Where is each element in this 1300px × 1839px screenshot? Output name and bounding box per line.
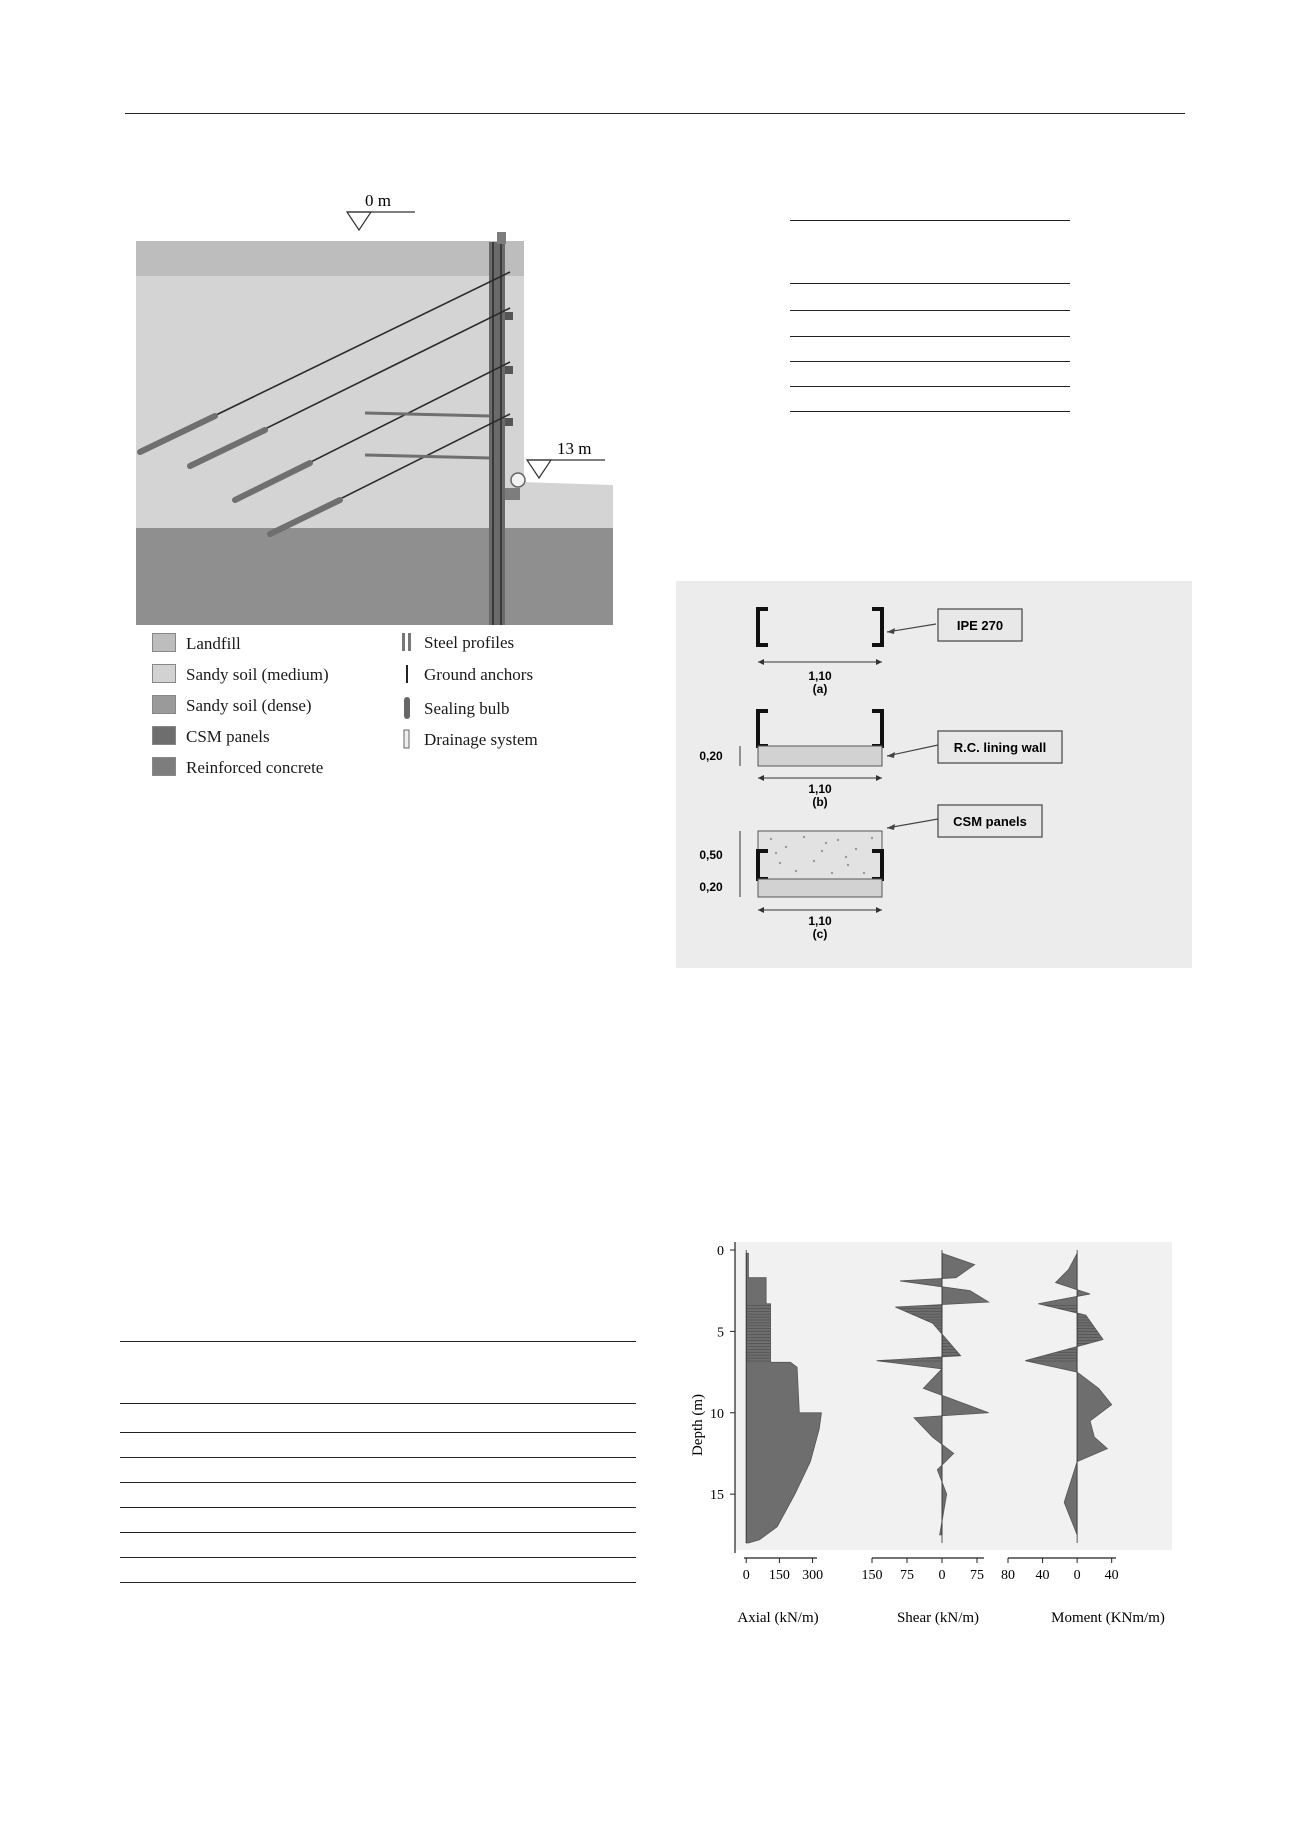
level-label-top: 0 m	[365, 191, 391, 210]
x-tick-label: 150	[862, 1568, 883, 1583]
struts	[364, 411, 491, 460]
rc-lining-top	[497, 232, 506, 244]
sandy-soil-medium-layer	[136, 276, 524, 528]
figure1-cross-section: 0 m 13 m	[136, 191, 613, 625]
sealing-bulb-icon	[404, 697, 410, 719]
table2-bottom-rule	[120, 1582, 636, 1583]
callout-csm-panels: CSM panels	[953, 814, 1027, 829]
x-tick-label: 150	[769, 1568, 790, 1583]
dim-020-b: 0,20	[699, 749, 723, 763]
csm-wall	[489, 242, 505, 625]
x-tick-label: 0	[939, 1568, 946, 1583]
table1-rule	[790, 386, 1070, 387]
width-label-b: 1,10	[808, 782, 832, 796]
reinforced-concrete-footing	[505, 488, 520, 500]
panel-moment: 80 40 0 40	[1001, 1250, 1119, 1583]
table2-rule	[120, 1457, 636, 1458]
table1-rule	[790, 310, 1070, 311]
callout-ipe-270: IPE 270	[957, 618, 1003, 633]
steel-profiles-icon	[402, 633, 411, 651]
panel-shear: 150 75 0 75	[862, 1250, 990, 1583]
sub-label-b: (b)	[812, 795, 827, 809]
table1-rule	[790, 361, 1070, 362]
table2-rule	[120, 1482, 636, 1483]
landfill-swatch-icon	[152, 633, 176, 652]
width-label-c: 1,10	[808, 914, 832, 928]
y-tick-label: 5	[717, 1325, 724, 1340]
sandy-medium-swatch-icon	[152, 664, 176, 683]
legend-sandy-dense: Sandy soil (dense)	[152, 695, 312, 716]
sealing-bulbs	[137, 413, 343, 537]
callout-rc-lining-wall: R.C. lining wall	[954, 740, 1046, 755]
callout-box-ipe	[937, 608, 1023, 642]
y-tick-label: 15	[710, 1488, 724, 1503]
csm-swatch-icon	[152, 726, 176, 745]
landfill-layer	[136, 241, 524, 276]
x-tick-label: 75	[970, 1568, 984, 1583]
dim-050-c: 0,50	[699, 848, 723, 862]
table1-rule	[790, 336, 1070, 337]
x-label-moment: Moment (KNm/m)	[1051, 1610, 1165, 1626]
table2-rule	[120, 1507, 636, 1508]
table2-top-rule	[120, 1341, 636, 1342]
legend-drainage-system: Drainage system	[400, 729, 538, 750]
sub-label-c: (c)	[813, 927, 828, 941]
x-tick-label: 300	[802, 1568, 823, 1583]
x-tick-label: 0	[1074, 1568, 1081, 1583]
sandy-dense-swatch-icon	[152, 695, 176, 714]
x-label-axial: Axial (kN/m)	[737, 1610, 818, 1626]
level-marker-top	[345, 211, 415, 232]
steel-profile-line	[500, 242, 502, 625]
ground-anchors-icon	[406, 665, 408, 683]
x-tick-label: 40	[1036, 1568, 1050, 1583]
legend-sealing-bulb: Sealing bulb	[400, 697, 509, 719]
section-a: 1,10 (a)	[756, 607, 937, 696]
drainage-system	[510, 472, 526, 488]
dim-020-c: 0,20	[699, 880, 723, 894]
level-label-bottom: 13 m	[557, 439, 591, 458]
figure2-sections: 1,10 (a) 0,20 1,10 (b) 0,50 0,20	[699, 607, 1063, 941]
moment-area	[1025, 1253, 1113, 1536]
legend-steel-profiles: Steel profiles	[400, 633, 514, 653]
callout-box-rc	[937, 730, 1063, 764]
anchor-heads	[505, 312, 513, 426]
sub-label-a: (a)	[813, 682, 828, 696]
drainage-system-icon	[403, 729, 410, 749]
y-axis-label: Depth (m)	[690, 1394, 706, 1456]
section-b: 0,20 1,10 (b)	[699, 709, 939, 809]
table2-rule	[120, 1403, 636, 1404]
table1-bottom-rule	[790, 411, 1070, 412]
header-rule	[125, 113, 1185, 114]
excavation-side-soil	[520, 482, 613, 528]
table2-rule	[120, 1557, 636, 1558]
table2-rule	[120, 1532, 636, 1533]
table2-rule	[120, 1432, 636, 1433]
legend-csm-panels: CSM panels	[152, 726, 270, 747]
x-tick-label: 80	[1001, 1568, 1015, 1583]
legend-ground-anchors: Ground anchors	[400, 665, 533, 685]
concrete-swatch-icon	[152, 757, 176, 776]
width-label-a: 1,10	[808, 669, 832, 683]
level-marker-bottom	[525, 459, 605, 480]
steel-profile-line	[492, 242, 494, 625]
section-c: 0,50 0,20 1,10 (c)	[699, 818, 939, 941]
panel-axial: 0 150 300	[743, 1250, 823, 1583]
callout-box-csm	[937, 804, 1043, 838]
x-tick-label: 40	[1105, 1568, 1119, 1583]
legend-landfill: Landfill	[152, 633, 241, 654]
table1-rule	[790, 283, 1070, 284]
legend-sandy-medium: Sandy soil (medium)	[152, 664, 329, 685]
y-tick-label: 0	[717, 1244, 724, 1259]
x-label-shear: Shear (kN/m)	[897, 1610, 979, 1626]
sandy-soil-dense-layer	[136, 528, 613, 625]
x-tick-label: 0	[743, 1568, 750, 1583]
x-tick-label: 75	[900, 1568, 914, 1583]
table1-top-rule	[790, 220, 1070, 221]
legend-reinforced-concrete: Reinforced concrete	[152, 757, 323, 778]
y-tick-label: 10	[710, 1407, 724, 1422]
